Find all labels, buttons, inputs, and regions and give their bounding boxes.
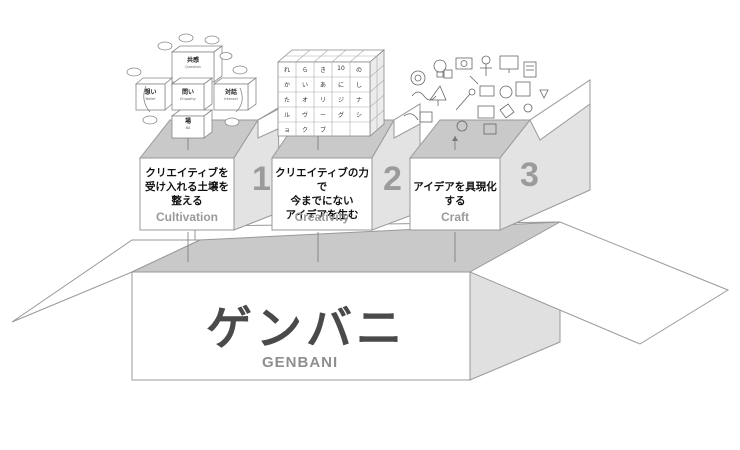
cultivation-cluster (126, 33, 258, 139)
grid-cell: れ (283, 67, 290, 74)
box-1-title: Cultivation (156, 210, 218, 224)
grid-cell: ョ (283, 127, 290, 134)
grid-cell: オ (301, 97, 308, 104)
box-1-description: クリエイティブを 受け入れる土壌を 整える (140, 166, 234, 208)
main-title-en: GENBANI (262, 354, 339, 371)
grid-cell: ら (301, 67, 308, 74)
box-3-graphic (408, 79, 591, 262)
box-1-line-1: クリエイティブを (145, 167, 229, 179)
grid-cell: あ (319, 82, 326, 89)
creativity-grid-cube (276, 49, 386, 137)
document-icon (523, 61, 537, 78)
grid-cell: の (355, 67, 362, 74)
box-3-description: アイデアを具現化する (410, 180, 500, 208)
box-2-graphic (271, 103, 421, 262)
grid-cell: ヴ (301, 112, 308, 119)
box-3-line-1: アイデアを具現化する (413, 181, 497, 207)
box-2-line-2: 今までにない (290, 195, 354, 207)
box-1-line-2: 受け入れる土壌を (145, 181, 229, 193)
grid-cell: し (355, 82, 362, 89)
main-box-front (131, 271, 471, 381)
grid-cell: ナ (355, 97, 362, 104)
grid-cell: に (337, 82, 344, 89)
grid-cell: ク (301, 127, 308, 134)
camera-icon (455, 57, 473, 70)
box-2-title: Creativity (294, 210, 350, 224)
gear-icon (410, 70, 426, 86)
grid-cell: 10 (337, 65, 345, 72)
display-icon (499, 55, 519, 73)
box-2-description: クリエイティブの力で 今までにない アイデアを生む (272, 166, 372, 222)
wrench-icon (455, 88, 476, 111)
box-2-line-1: クリエイティブの力で (275, 167, 369, 193)
grid-cell: グ (337, 112, 344, 119)
box-3-title: Craft (440, 210, 469, 224)
rocket-icon (429, 85, 447, 106)
box-1-number: 1 (252, 160, 271, 198)
main-title-jp: ゲンバニ (206, 301, 406, 355)
grid-cell: た (283, 97, 290, 104)
main-box-right-flap (468, 221, 730, 345)
box-3-number: 3 (520, 156, 539, 194)
grid-cell: シ (355, 112, 362, 119)
grid-cell: ー (319, 112, 326, 119)
grid-cell: リ (319, 97, 326, 104)
grid-cell: き (319, 67, 326, 74)
person-icon (480, 55, 492, 76)
box-2-number: 2 (383, 160, 402, 198)
grid-cell: ブ (319, 127, 326, 134)
grid-cell: ル (283, 112, 290, 119)
grid-cell: ジ (337, 97, 344, 104)
box-1-line-3: 整える (171, 195, 203, 207)
box-2-line-3: アイデアを生む (285, 209, 359, 221)
grid-cell: い (301, 82, 308, 89)
grid-cell: か (283, 82, 290, 89)
lightbulb-icon (433, 59, 447, 78)
craft-doodles (403, 55, 549, 135)
